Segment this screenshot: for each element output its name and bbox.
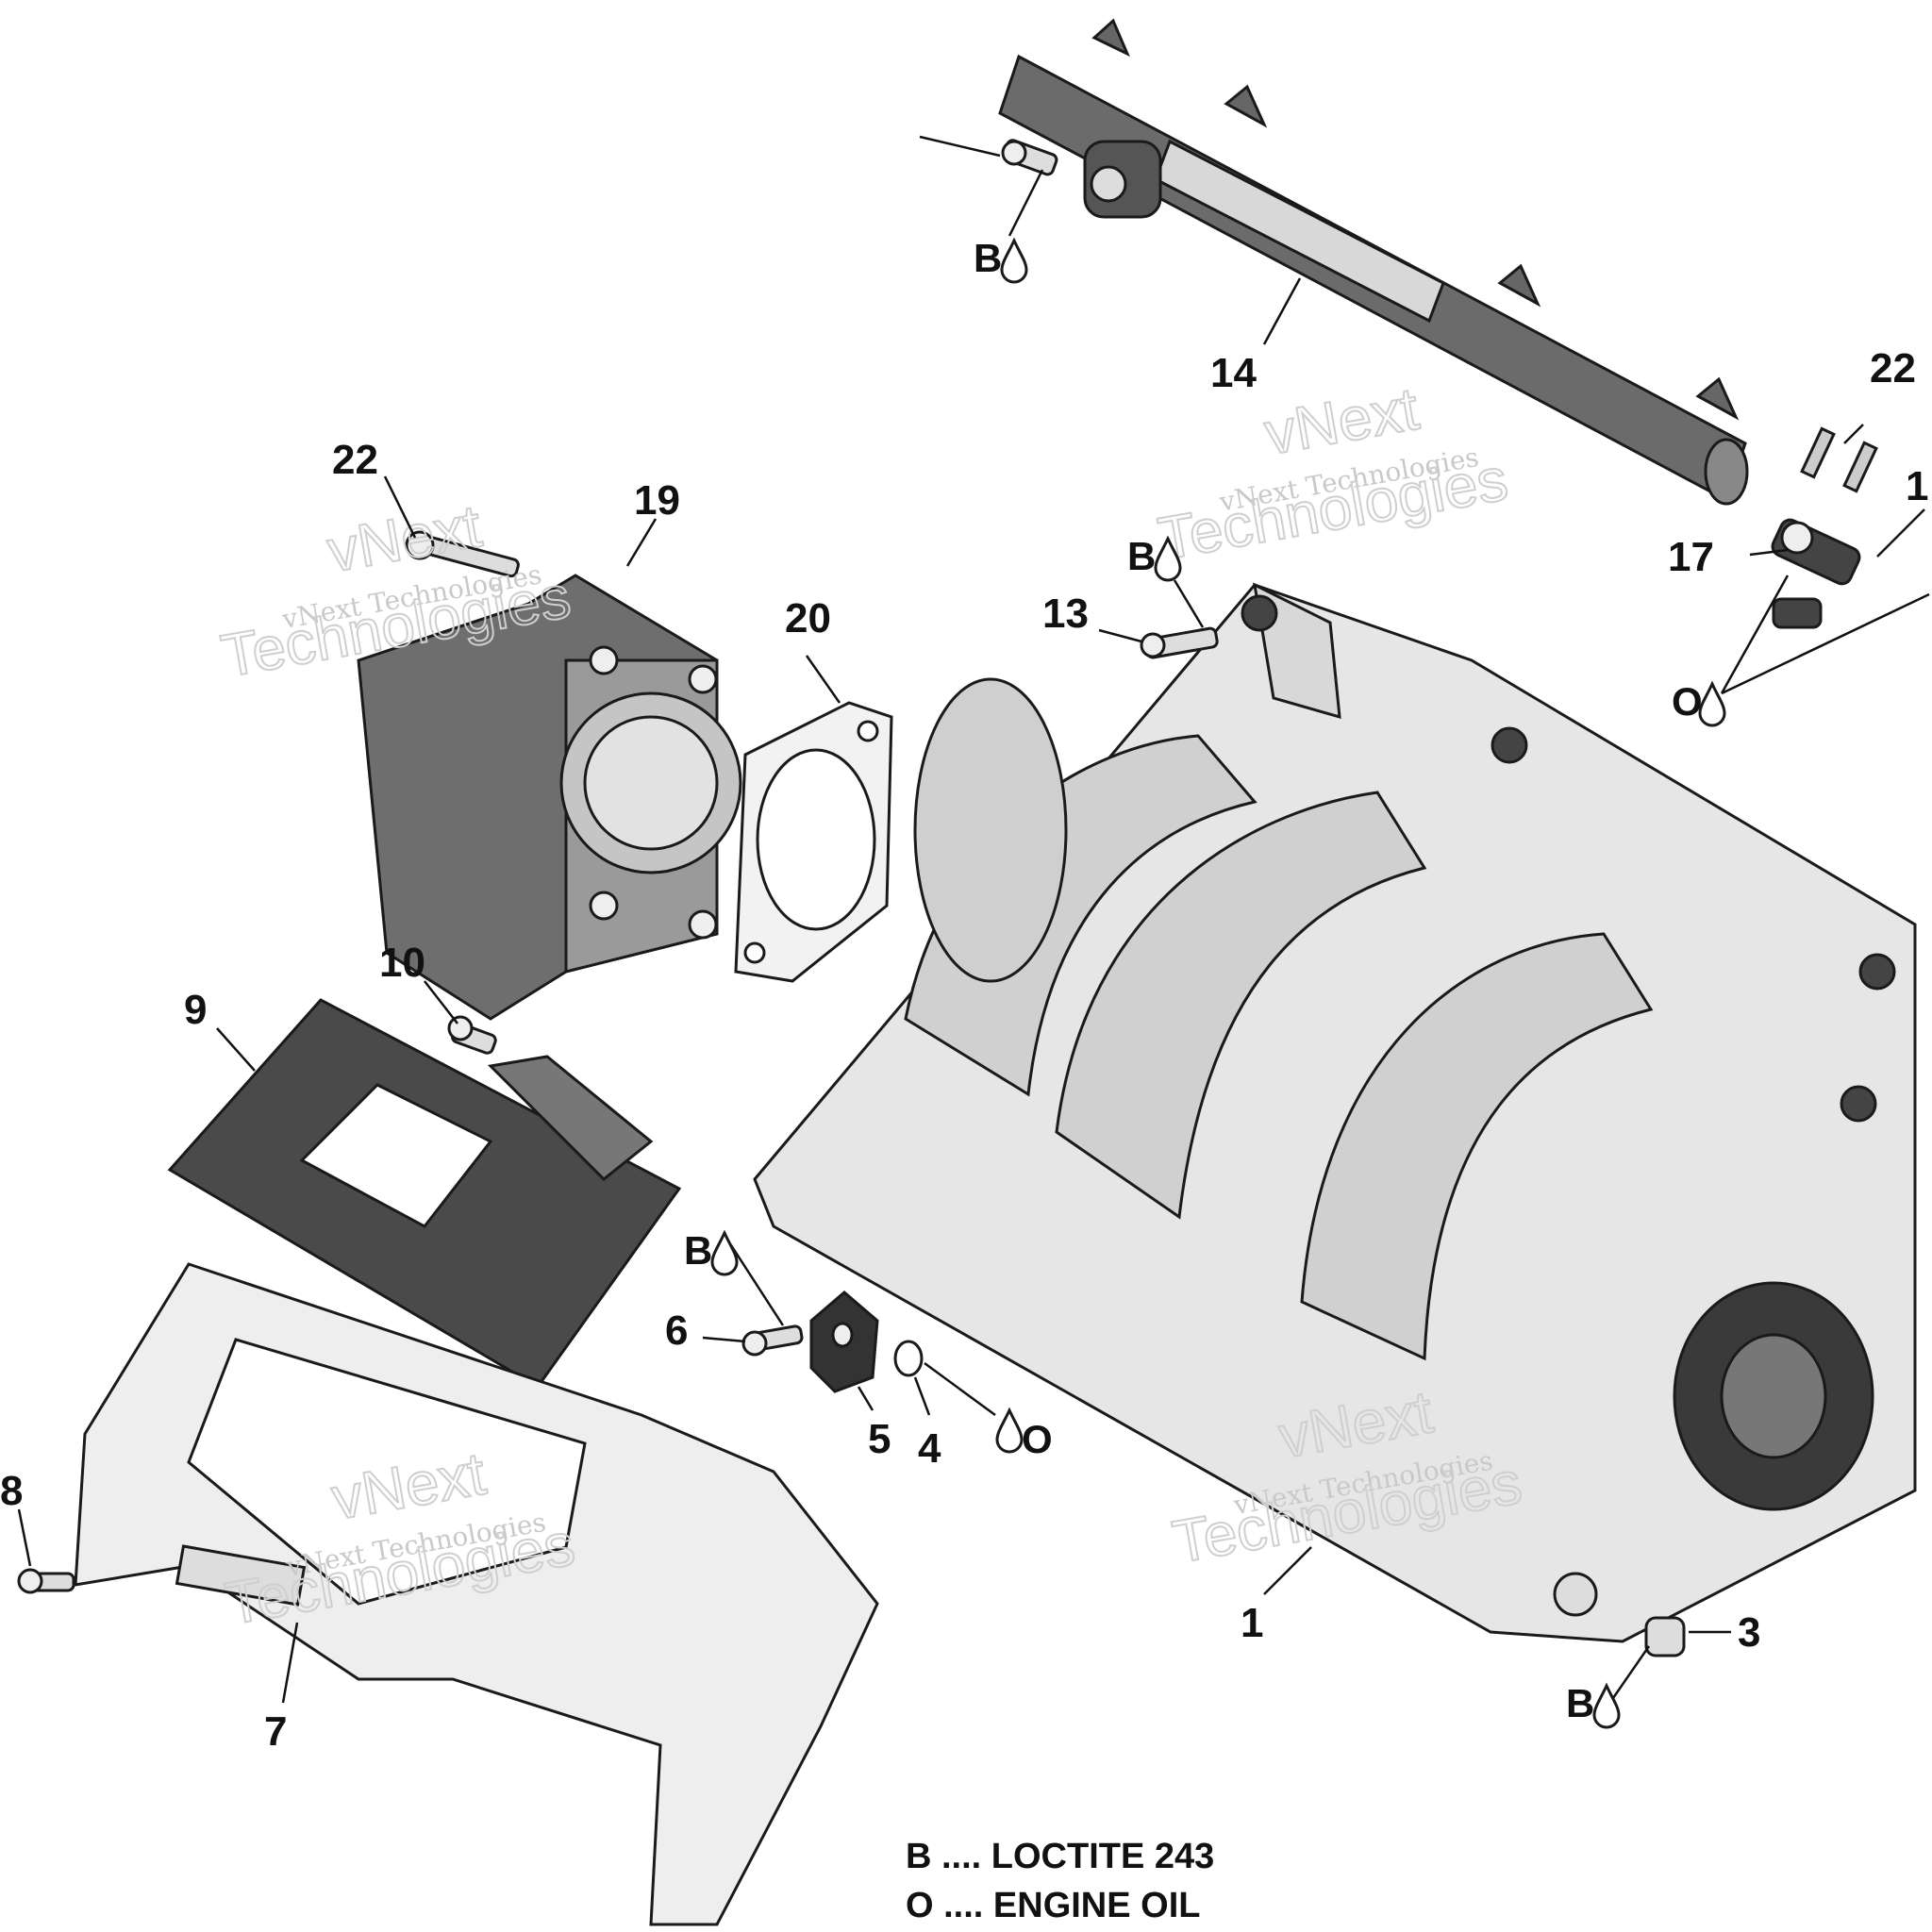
- callout-20: 19: [634, 477, 680, 524]
- leader-line: [805, 655, 841, 704]
- callout-18: 22: [1870, 345, 1916, 391]
- drop-icon: [1592, 1682, 1621, 1729]
- leader-line: [1876, 508, 1925, 558]
- compound-markers: B B O B O B: [684, 236, 1726, 1729]
- leader-line: [216, 1027, 256, 1072]
- callout-5: 5: [868, 1416, 891, 1462]
- leader-line: [424, 980, 458, 1024]
- bracket-7: [74, 1262, 879, 1926]
- callout-3: 3: [1738, 1609, 1760, 1656]
- callout-9: 9: [184, 987, 207, 1033]
- leader-line: [17, 1508, 32, 1567]
- marker-o: O: [1672, 679, 1726, 727]
- callout-17: 17: [1668, 534, 1714, 580]
- marker-b: B: [1566, 1681, 1621, 1729]
- fuel-rail: [998, 18, 1749, 506]
- drop-icon: [1154, 535, 1182, 582]
- leader-line: [1843, 424, 1864, 444]
- drop-icon: [1000, 237, 1028, 284]
- callout-7: 7: [264, 1708, 287, 1755]
- throttle-body: [357, 574, 742, 1021]
- screw-8: [17, 1568, 75, 1594]
- screw-19: [1001, 139, 1058, 176]
- callout-22: 22: [332, 437, 378, 483]
- leader-line: [913, 1376, 931, 1416]
- legend: B .... LOCTITE 243 O .... ENGINE OIL: [906, 1837, 1214, 1925]
- gasket-21: [734, 701, 893, 983]
- drop-icon: [995, 1407, 1024, 1454]
- leader-lines: [17, 135, 1930, 1704]
- marker-b: B: [974, 236, 1028, 284]
- callout-16: 1: [1906, 463, 1928, 509]
- intake-manifold: [753, 582, 1917, 1643]
- leader-line: [924, 1361, 996, 1417]
- leader-line: [1263, 1546, 1312, 1595]
- callout-1: 1: [1241, 1600, 1263, 1646]
- legend-loctite: B .... LOCTITE 243: [906, 1837, 1214, 1876]
- leader-line: [729, 1244, 785, 1326]
- leader-line: [1720, 575, 1790, 694]
- leader-line: [1098, 628, 1142, 643]
- marker-b: B: [1127, 534, 1182, 582]
- screw-13: [1140, 626, 1219, 659]
- marker-letter: B: [1566, 1681, 1594, 1725]
- marker-b: B: [684, 1228, 739, 1276]
- marker-letter: B: [1127, 534, 1156, 578]
- leader-line: [281, 1622, 299, 1704]
- o-ring-4: [893, 1340, 924, 1377]
- plug-3: [1644, 1616, 1686, 1657]
- leader-line: [1262, 277, 1302, 345]
- leader-line: [857, 1386, 874, 1411]
- leader-line: [702, 1336, 746, 1343]
- callout-6: 6: [665, 1307, 688, 1354]
- sensor-assembly: [1771, 426, 1878, 629]
- leader-line: [1611, 1645, 1651, 1699]
- marker-letter: B: [974, 236, 1002, 280]
- marker-letter: O: [1022, 1417, 1053, 1461]
- leader-line: [1008, 169, 1044, 237]
- marker-letter: O: [1672, 679, 1703, 724]
- callout-10: 10: [379, 940, 425, 986]
- callout-8: 8: [0, 1468, 23, 1514]
- screw-10: [447, 1015, 497, 1055]
- leader-line: [625, 518, 658, 567]
- watermark-text: Technologies: [1154, 444, 1512, 573]
- callout-4: 4: [918, 1425, 941, 1472]
- watermark-text: vNext: [323, 491, 487, 585]
- leader-line: [1173, 579, 1205, 628]
- watermark-text: vNext: [1259, 375, 1424, 468]
- ecm-module: [167, 998, 682, 1389]
- screw-6: [741, 1324, 804, 1357]
- callout-14: 14: [1210, 350, 1257, 396]
- leader-line: [383, 475, 417, 539]
- marker-o: O: [995, 1407, 1053, 1461]
- callout-numbers: 14 22 1 17 13 22 19 20 10 9 6 5 4 8 7 1 …: [0, 345, 1928, 1755]
- callout-21: 20: [785, 595, 831, 641]
- marker-letter: B: [684, 1228, 712, 1273]
- legend-engine-oil: O .... ENGINE OIL: [906, 1886, 1200, 1925]
- leader-line: [1749, 548, 1789, 557]
- leader-line: [919, 135, 1001, 158]
- screw-22: [405, 530, 520, 578]
- grommet-5: [809, 1291, 879, 1393]
- leader-line: [1721, 592, 1930, 695]
- drop-icon: [1698, 680, 1726, 727]
- callout-13: 13: [1042, 591, 1089, 637]
- drop-icon: [710, 1229, 739, 1276]
